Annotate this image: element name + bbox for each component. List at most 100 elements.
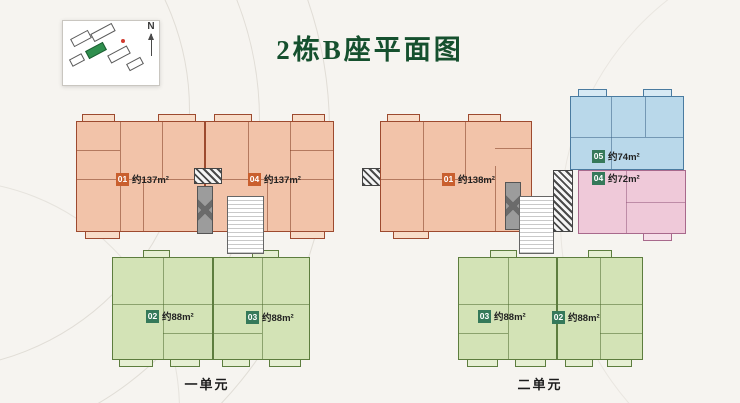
- room-partition: [465, 122, 466, 179]
- balcony: [118, 359, 153, 367]
- balcony: [221, 359, 251, 367]
- page-title: 2栋B座平面图: [276, 35, 464, 65]
- balcony: [289, 231, 326, 239]
- unit-number-badge: 02: [552, 310, 565, 324]
- unit-floorplan-02-right: [557, 250, 643, 367]
- site-plan-marker: [121, 39, 125, 43]
- room-partition: [247, 122, 249, 179]
- room-partition: [113, 304, 212, 306]
- room-partition: [495, 148, 531, 150]
- unit-area: 约137m²: [264, 175, 301, 186]
- unit-floorplan-05: [570, 89, 684, 170]
- room-partition: [381, 178, 495, 180]
- unit-label-03-right: 03 约88m²: [478, 309, 526, 323]
- site-plan-building: [90, 22, 116, 43]
- balcony: [82, 114, 116, 122]
- room-partition: [600, 332, 642, 334]
- balcony: [142, 250, 171, 258]
- site-plan-building: [126, 56, 144, 72]
- room-partition: [423, 122, 424, 231]
- unit-label-01-left: 01 约137m²: [116, 172, 169, 186]
- site-plan-building: [68, 53, 86, 67]
- room-partition: [289, 122, 291, 231]
- unit-floorplan-03-left: [213, 250, 310, 367]
- room-partition: [495, 165, 496, 231]
- unit-label-04-pink: 04 约72m²: [592, 171, 640, 185]
- unit-area: 约88m²: [162, 312, 194, 323]
- unit-area: 约88m²: [494, 312, 526, 323]
- balcony: [292, 114, 326, 122]
- balcony: [393, 231, 429, 239]
- stair-hatch: [553, 170, 573, 232]
- room-partition: [162, 332, 212, 334]
- north-label: N: [147, 21, 155, 32]
- room-partition: [289, 150, 333, 152]
- balcony: [468, 114, 501, 122]
- site-plan-thumbnail: [62, 20, 160, 86]
- north-arrow-shaft: [147, 33, 154, 56]
- room-partition: [206, 178, 333, 180]
- unit-floorplan-02-left: [112, 250, 213, 367]
- room-partition: [162, 122, 164, 179]
- room-partition: [214, 304, 309, 306]
- stairwell: [227, 196, 264, 254]
- site-plan-building: [107, 45, 131, 64]
- unit-area: 约88m²: [262, 313, 294, 324]
- room-partition: [214, 332, 262, 334]
- room-partition: [507, 258, 509, 359]
- unit-area: 约88m²: [568, 313, 600, 324]
- wing-label-unit1: 一单元: [184, 377, 230, 392]
- room-partition: [558, 304, 642, 306]
- stairwell: [519, 196, 554, 254]
- balcony: [170, 359, 201, 367]
- balcony: [466, 359, 498, 367]
- unit-number-badge: 03: [478, 309, 491, 323]
- unit-label-01-right: 01 约138m²: [442, 172, 495, 186]
- balcony: [84, 231, 121, 239]
- balcony: [577, 89, 607, 97]
- unit-number-badge: 02: [146, 309, 159, 323]
- unit-floorplan-04-left: [205, 114, 334, 239]
- room-partition: [571, 136, 683, 138]
- balcony: [252, 250, 279, 258]
- balcony: [269, 359, 302, 367]
- room-partition: [611, 97, 613, 169]
- balcony: [588, 250, 612, 258]
- room-partition: [162, 258, 164, 359]
- unit-number-badge: 05: [592, 149, 605, 163]
- balcony: [158, 114, 197, 122]
- unit-area: 约137m²: [132, 175, 169, 186]
- unit-label-04-left: 04 约137m²: [248, 172, 301, 186]
- unit-area: 约138m²: [458, 175, 495, 186]
- stair-hatch: [194, 168, 222, 184]
- balcony: [564, 359, 594, 367]
- north-arrow: N: [143, 21, 159, 56]
- balcony: [213, 114, 252, 122]
- unit-number-badge: 01: [116, 172, 129, 186]
- unit-label-03-left: 03 约88m²: [246, 310, 294, 324]
- room-partition: [600, 258, 601, 359]
- site-plan-building: [70, 29, 92, 48]
- balcony: [515, 359, 547, 367]
- unit-number-badge: 03: [246, 310, 259, 324]
- room-partition: [459, 332, 508, 334]
- room-partition: [266, 178, 268, 231]
- balcony: [490, 250, 518, 258]
- balcony: [606, 359, 632, 367]
- unit-label-05: 05 约74m²: [592, 149, 640, 163]
- room-partition: [644, 97, 646, 137]
- balcony: [387, 114, 420, 122]
- balcony: [642, 89, 672, 97]
- unit-area: 约74m²: [608, 152, 640, 163]
- site-plan-building-highlighted: [85, 41, 107, 60]
- room-partition: [77, 150, 121, 152]
- unit-label-02-left: 02 约88m²: [146, 309, 194, 323]
- unit-number-badge: 01: [442, 172, 455, 186]
- room-partition: [625, 202, 685, 203]
- unit-label-02-right: 02 约88m²: [552, 310, 600, 324]
- unit-number-badge: 04: [592, 171, 605, 185]
- unit-number-badge: 04: [248, 172, 261, 186]
- room-partition: [459, 304, 556, 306]
- unit-floorplan-03-right: [458, 250, 557, 367]
